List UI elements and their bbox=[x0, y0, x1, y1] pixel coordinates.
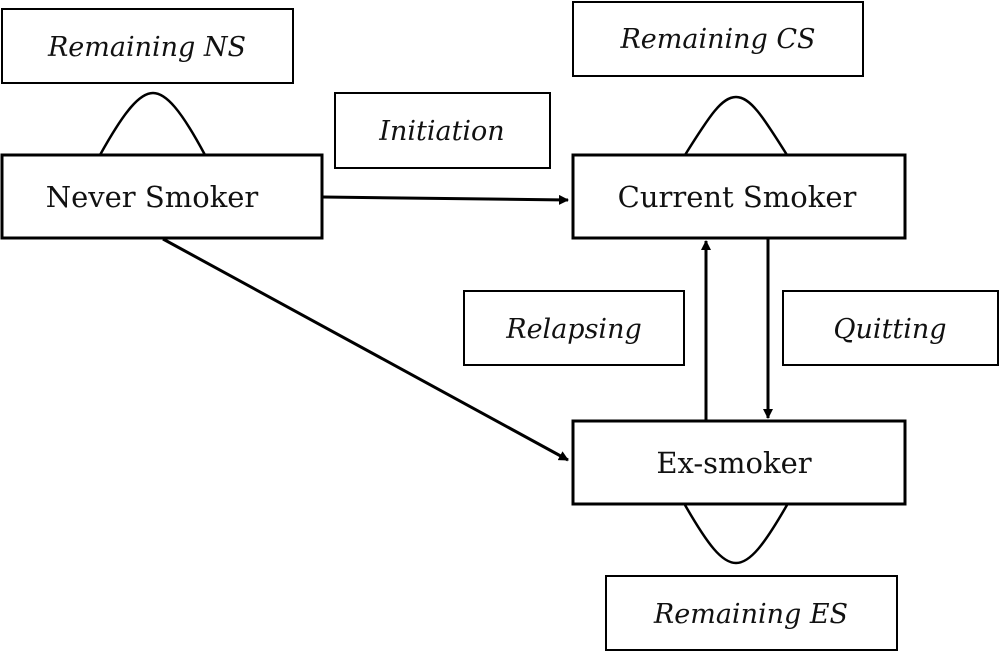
svg-text:Quitting: Quitting bbox=[833, 314, 946, 345]
loop-ex-smoker bbox=[683, 504, 789, 565]
svg-text:Current Smoker: Current Smoker bbox=[618, 180, 857, 214]
loop-never-smoker bbox=[98, 91, 207, 156]
label-remaining-cs: Remaining CS bbox=[572, 1, 864, 77]
svg-text:Initiation: Initiation bbox=[378, 116, 504, 147]
label-remaining-ns: Remaining NS bbox=[1, 8, 294, 84]
label-relapsing: Relapsing bbox=[463, 290, 685, 366]
svg-text:Relapsing: Relapsing bbox=[505, 314, 642, 345]
svg-text:Remaining NS: Remaining NS bbox=[47, 32, 246, 63]
svg-text:Remaining ES: Remaining ES bbox=[653, 599, 848, 630]
svg-text:Ex-smoker: Ex-smoker bbox=[656, 446, 811, 480]
loop-current-smoker bbox=[683, 95, 789, 156]
edge-initiation bbox=[322, 194, 569, 205]
svg-text:Remaining CS: Remaining CS bbox=[619, 24, 815, 55]
label-remaining-es: Remaining ES bbox=[605, 575, 898, 651]
state-never-smoker: Never Smoker bbox=[0, 153, 324, 240]
state-ex-smoker: Ex-smoker bbox=[571, 419, 907, 506]
label-quitting: Quitting bbox=[782, 290, 999, 366]
edge-never-to-ex bbox=[162, 237, 569, 462]
label-initiation: Initiation bbox=[334, 92, 551, 169]
svg-text:Never Smoker: Never Smoker bbox=[46, 180, 259, 214]
state-current-smoker: Current Smoker bbox=[571, 153, 907, 240]
